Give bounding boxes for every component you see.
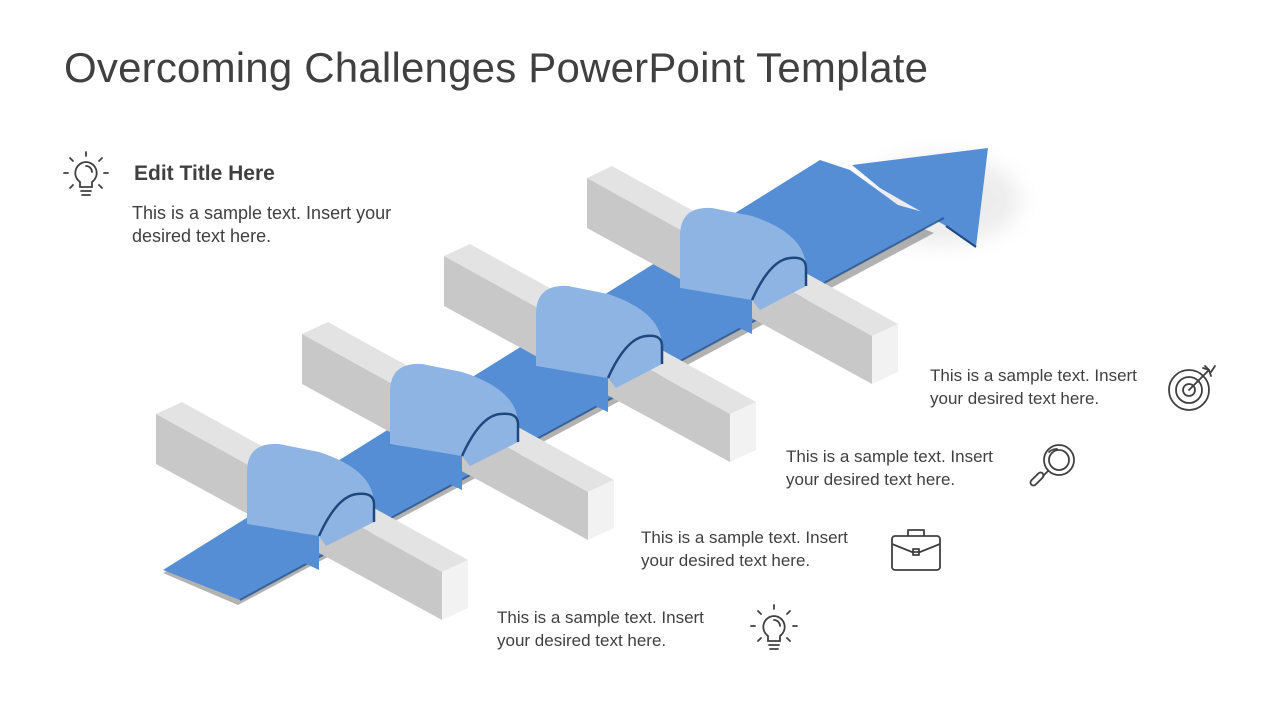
header-text: This is a sample text. Insert your desir… (132, 203, 392, 246)
slide-title: Overcoming Challenges PowerPoint Templat… (64, 44, 929, 91)
header-title: Edit Title Here (134, 162, 275, 185)
lightbulb-icon (63, 151, 109, 196)
arrow-hump-1 (680, 207, 806, 310)
barrier-4 (156, 402, 468, 620)
item-text-1: This is a sample text. Insert your desir… (930, 366, 1137, 408)
arrow-hump-4 (247, 443, 374, 546)
magnifier-icon (1029, 444, 1075, 487)
lightbulb-icon (750, 604, 798, 650)
briefcase-icon (891, 529, 941, 571)
arrow-hump-3 (390, 363, 518, 466)
item-text-4: This is a sample text. Insert your desir… (497, 608, 704, 650)
item-text-2: This is a sample text. Insert your desir… (786, 447, 993, 489)
item-text-3: This is a sample text. Insert your desir… (641, 528, 848, 570)
barrier-1 (587, 166, 898, 384)
target-icon (1168, 365, 1216, 411)
barrier-2 (444, 244, 756, 462)
arrow-hump-2 (536, 285, 662, 388)
arrow-head (852, 148, 988, 247)
barrier-3 (302, 322, 614, 540)
